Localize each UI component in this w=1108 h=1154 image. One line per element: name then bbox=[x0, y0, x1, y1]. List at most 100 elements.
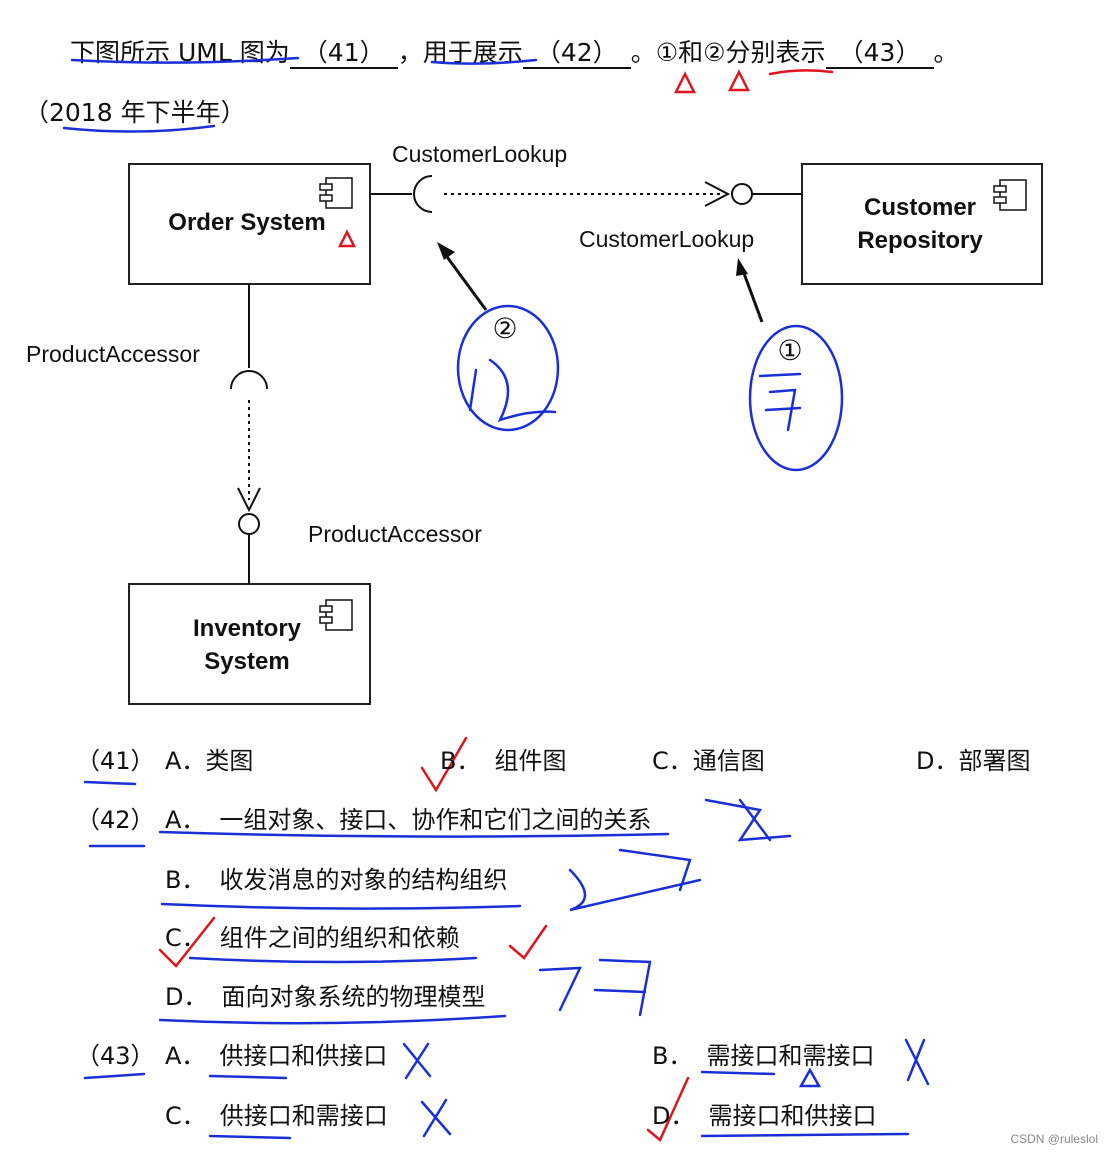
q43-option-c-letter: C． bbox=[165, 1102, 206, 1130]
pointer-arrowhead-2 bbox=[437, 242, 455, 260]
underline-stroke bbox=[70, 56, 300, 64]
q42-number: （42） bbox=[76, 806, 155, 834]
product-accessor-label-right: ProductAccessor bbox=[308, 521, 482, 547]
order-system-label: Order System bbox=[168, 209, 325, 236]
q42-option-b: B． 收发消息的对象的结构组织 bbox=[165, 860, 507, 895]
circle-stroke bbox=[456, 304, 560, 432]
checkmark-stroke bbox=[420, 736, 468, 793]
cross-stroke bbox=[420, 1098, 452, 1138]
question-end: 。 bbox=[933, 38, 959, 67]
component-icon bbox=[993, 179, 1027, 211]
handwritten-annotations bbox=[62, 56, 930, 1140]
q42-option-b-text: 收发消息的对象的结构组织 bbox=[219, 866, 508, 894]
q43-option-b: B． 需接口和需接口 bbox=[652, 1036, 874, 1071]
triangle-stroke bbox=[337, 229, 357, 248]
underline-stroke bbox=[700, 1070, 776, 1076]
underline-stroke bbox=[208, 1134, 292, 1140]
watermark: CSDN @ruleslol bbox=[1010, 1132, 1098, 1146]
customer-repository-box bbox=[801, 163, 1043, 285]
q43-option-d-letter: D． bbox=[652, 1102, 695, 1130]
checkmark-stroke bbox=[508, 924, 548, 960]
q42-option-c: C． 组件之间的组织和依赖 bbox=[165, 918, 460, 953]
underline-stroke bbox=[188, 956, 478, 964]
q42-option-a: A． 一组对象、接口、协作和它们之间的关系 bbox=[165, 800, 651, 835]
cross-stroke bbox=[904, 1038, 930, 1086]
q41-option-d: D．部署图 bbox=[916, 747, 1031, 775]
q41-option-a: A．类图 bbox=[165, 747, 254, 775]
q43-option-b-text: 需接口和需接口 bbox=[706, 1042, 875, 1070]
handwriting-stroke bbox=[758, 372, 802, 432]
pointer-arrow-1 bbox=[740, 267, 764, 323]
q42-option-d-letter: D． bbox=[165, 983, 208, 1011]
blank-41: （41） bbox=[289, 40, 398, 69]
provided-interface-lollipop bbox=[731, 183, 753, 205]
underline-stroke bbox=[158, 830, 670, 838]
q42-option-a-text: 一组对象、接口、协作和它们之间的关系 bbox=[219, 806, 652, 834]
marker-2: ② bbox=[492, 313, 517, 344]
triangle-blue bbox=[798, 1067, 822, 1088]
q43-option-d-text: 需接口和供接口 bbox=[708, 1102, 877, 1130]
question-year: （2018 年下半年） bbox=[24, 98, 246, 127]
component-icon bbox=[319, 177, 353, 209]
q43-option-c: C． 供接口和需接口 bbox=[165, 1096, 388, 1131]
required-interface-socket bbox=[413, 175, 433, 213]
checkmark-stroke bbox=[646, 1076, 690, 1143]
customer-lookup-label-bottom: CustomerLookup bbox=[579, 226, 754, 252]
q41-option-c: C．通信图 bbox=[652, 747, 765, 775]
dependency-arrowhead-vertical bbox=[237, 487, 261, 513]
underline-stroke bbox=[158, 1014, 507, 1025]
underline-stroke bbox=[83, 780, 137, 786]
q43-option-d: D． 需接口和供接口 bbox=[652, 1096, 876, 1131]
inventory-system-label-1: Inventory bbox=[193, 615, 302, 642]
customer-repository-label-2: Repository bbox=[857, 227, 983, 254]
triangle-stroke bbox=[727, 69, 751, 92]
q41-option-b: B． 组件图 bbox=[440, 741, 566, 776]
q42-option-d: D． 面向对象系统的物理模型 bbox=[165, 977, 485, 1012]
circle-stroke bbox=[748, 324, 844, 472]
pointer-arrowhead-1 bbox=[736, 258, 748, 276]
q41-number: （41） bbox=[76, 747, 155, 775]
cross-stroke bbox=[402, 1042, 432, 1080]
underline-stroke bbox=[768, 69, 834, 76]
handwriting-stroke bbox=[468, 358, 557, 423]
q43-number: （43） bbox=[76, 1042, 155, 1070]
q42-option-b-letter: B． bbox=[165, 866, 206, 894]
underline-stroke bbox=[700, 1132, 910, 1138]
blank-42: （42） bbox=[522, 40, 631, 69]
q43-option-b-letter: B． bbox=[652, 1042, 693, 1070]
q42-option-a-letter: A． bbox=[165, 806, 206, 834]
question-mid2: 。①和②分别表示 bbox=[630, 38, 826, 67]
component-icon bbox=[319, 599, 353, 631]
q41-option-b-letter: B． bbox=[440, 747, 481, 775]
marker-1: ① bbox=[777, 335, 802, 366]
handwriting-stroke bbox=[538, 958, 652, 1017]
provided-interface-lollipop-vertical bbox=[238, 513, 260, 535]
customer-lookup-label-top: CustomerLookup bbox=[392, 141, 567, 167]
handwriting-stroke bbox=[704, 798, 792, 842]
underline-stroke bbox=[83, 1072, 146, 1080]
q43-option-a: A．供接口和供接口 bbox=[165, 1036, 387, 1071]
product-accessor-label-left: ProductAccessor bbox=[26, 341, 200, 367]
inventory-system-label-2: System bbox=[204, 648, 289, 675]
customer-repository-label-1: Customer bbox=[864, 194, 976, 221]
underline-stroke bbox=[160, 902, 522, 910]
handwritten-annotations-red bbox=[158, 69, 834, 1143]
dependency-arrowhead bbox=[704, 181, 731, 207]
triangle-stroke bbox=[673, 71, 697, 94]
q42-option-c-letter: C． bbox=[165, 924, 206, 952]
required-interface-socket-vertical bbox=[230, 370, 268, 390]
pointer-arrow-2 bbox=[440, 249, 488, 311]
underline-stroke bbox=[62, 124, 216, 133]
underline-stroke bbox=[208, 1074, 288, 1080]
handwriting-stroke bbox=[568, 848, 702, 912]
q42-option-d-text: 面向对象系统的物理模型 bbox=[221, 983, 486, 1011]
q42-option-c-text: 组件之间的组织和依赖 bbox=[219, 924, 460, 952]
q41-option-b-text: 组件图 bbox=[494, 747, 567, 775]
blank-43: （43） bbox=[825, 40, 934, 69]
q43-option-a-letter: A． bbox=[165, 1042, 206, 1070]
underline-stroke bbox=[430, 58, 538, 65]
checkmark-stroke bbox=[158, 916, 216, 968]
question-line: 下图所示 UML 图为（41），用于展示（42）。①和②分别表示（43）。 bbox=[70, 33, 959, 69]
q43-option-c-text: 供接口和需接口 bbox=[219, 1102, 388, 1130]
